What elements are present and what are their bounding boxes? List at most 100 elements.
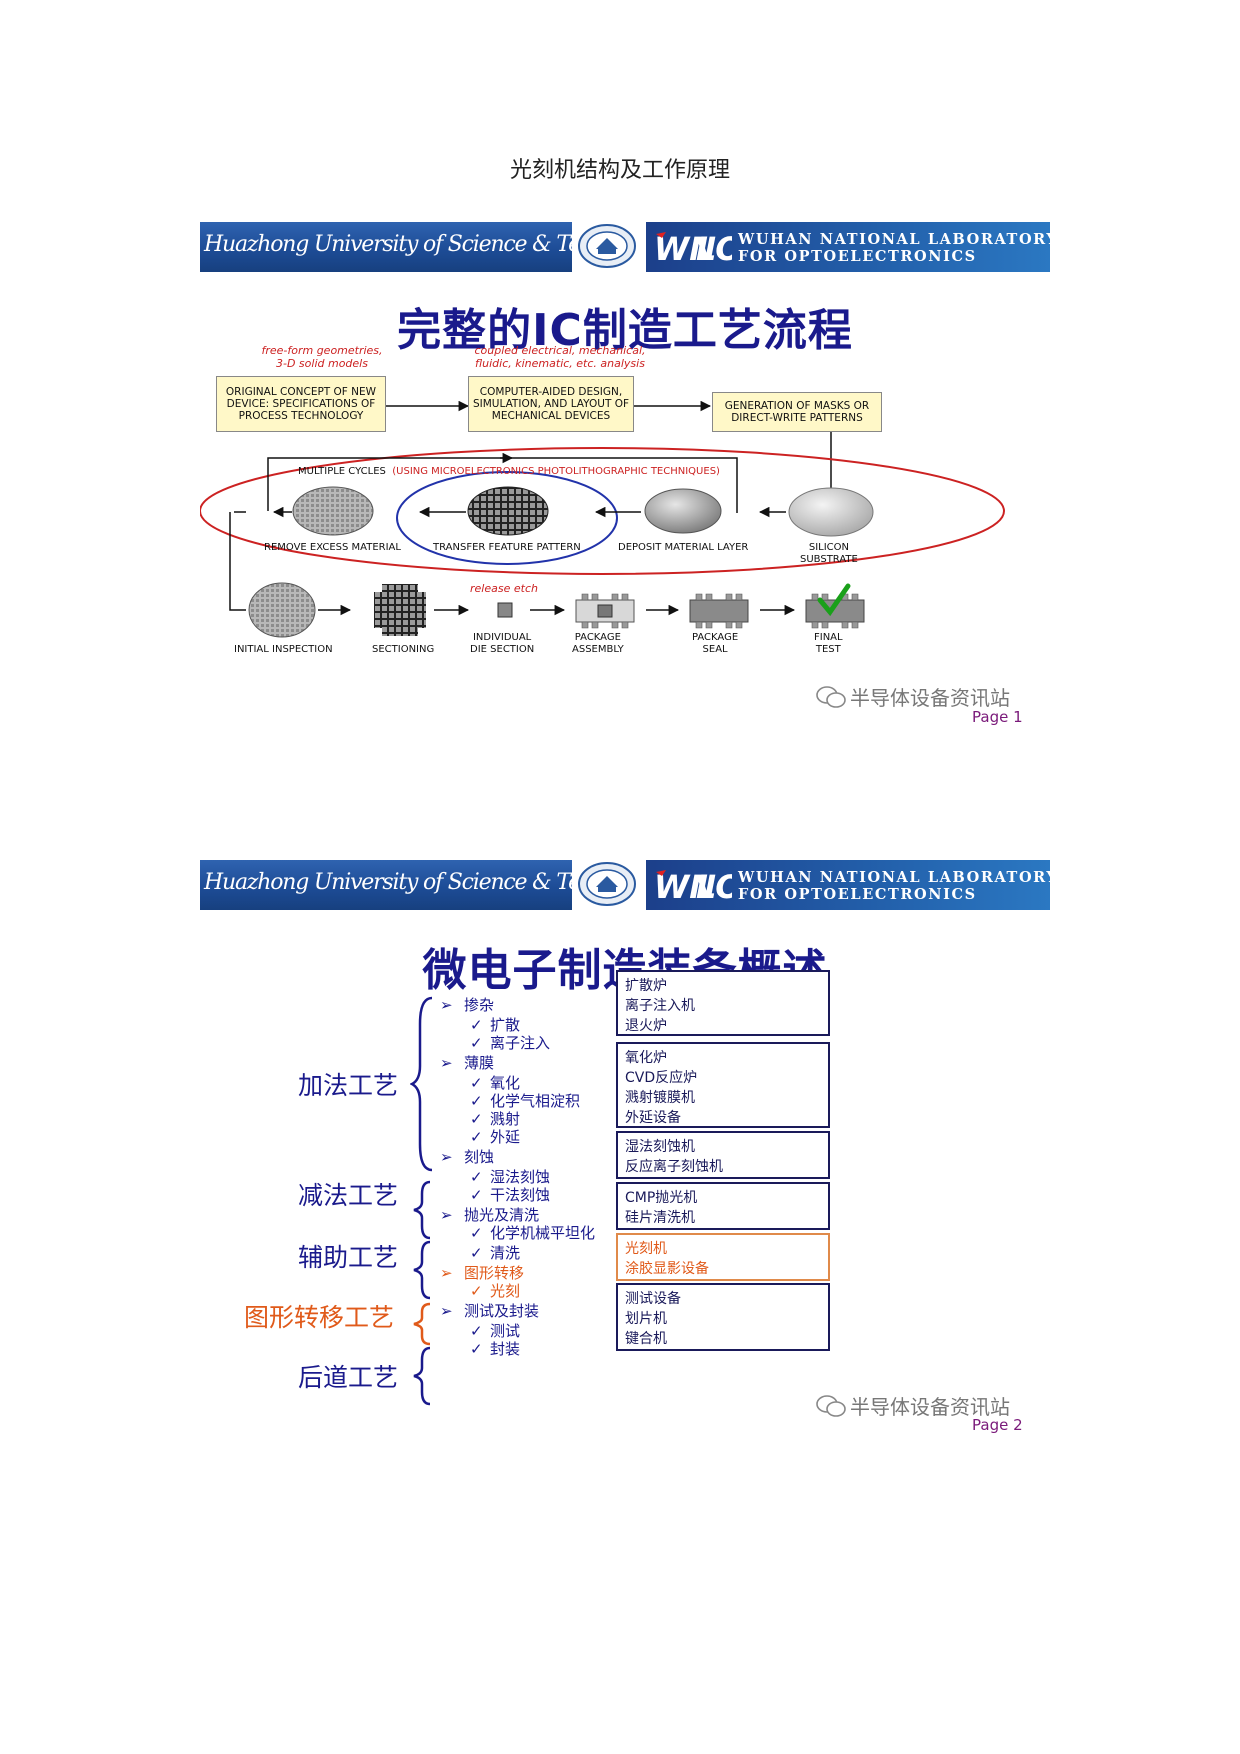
wafer-silicon-substrate	[788, 487, 874, 537]
sub-bullet-item: ✓ 扩散	[470, 1014, 520, 1035]
label-package-seal: PACKAGE SEAL	[692, 632, 739, 655]
label-deposit-layer: DEPOSIT MATERIAL LAYER	[618, 542, 749, 553]
individual-die	[497, 602, 513, 618]
bullet-text: 抛光及清洗	[464, 1206, 540, 1224]
equipment-item: 外延设备	[625, 1110, 681, 1126]
multiple-cycles-label: MULTIPLE CYCLES (USING MICROELECTRONICS …	[298, 466, 720, 477]
bullet-text: 刻蚀	[464, 1148, 495, 1166]
bullet-text: 清洗	[490, 1244, 521, 1262]
equipment-item: 退火炉	[625, 1018, 667, 1034]
arrow-bullet-icon: ➢	[440, 996, 453, 1014]
page-number: Page 2	[972, 1416, 1023, 1434]
equipment-item: CVD反应炉	[625, 1070, 698, 1086]
label-individual-die: INDIVIDUAL DIE SECTION	[470, 632, 535, 655]
university-seal-icon	[578, 862, 636, 906]
watermark-text: 半导体设备资讯站	[850, 1395, 1010, 1419]
check-bullet-icon: ✓	[470, 1340, 483, 1358]
equipment-item: 湿法刻蚀机	[625, 1139, 695, 1155]
equipment-item: 离子注入机	[625, 998, 695, 1014]
check-bullet-icon: ✓	[470, 1128, 483, 1146]
bullet-text: 干法刻蚀	[490, 1186, 551, 1204]
package-seal	[689, 593, 749, 629]
check-bullet-icon: ✓	[470, 1322, 483, 1340]
check-bullet-icon: ✓	[470, 1092, 483, 1110]
check-bullet-icon: ✓	[470, 1224, 483, 1242]
sub-bullet-item: ✓ 测试	[470, 1320, 520, 1341]
label-package-assembly: PACKAGE ASSEMBLY	[572, 632, 624, 655]
check-bullet-icon: ✓	[470, 1168, 483, 1186]
lab-name-line-2: FOR OPTOELECTRONICS	[738, 248, 977, 265]
equipment-item: 键合机	[625, 1331, 667, 1347]
sub-bullet-item: ✓ 氧化	[470, 1072, 520, 1093]
brace-group	[410, 996, 433, 1406]
wechat-icon	[816, 686, 846, 708]
check-bullet-icon: ✓	[470, 1034, 483, 1052]
sub-bullet-item: ✓ 化学机械平坦化	[470, 1222, 595, 1243]
category-subtractive: 减法工艺	[298, 1181, 399, 1210]
bullet-text: 化学气相淀积	[490, 1092, 581, 1110]
slide-1: Huazhong University of Science & Technol…	[200, 222, 1057, 822]
slide-title: 完整的IC制造工艺流程	[397, 305, 853, 356]
check-bullet-icon: ✓	[470, 1110, 483, 1128]
bullet-item: ➢抛光及清洗	[440, 1204, 539, 1225]
check-bullet-icon: ✓	[470, 1244, 483, 1262]
sectioned-wafer	[374, 584, 426, 636]
box-generation-of-masks: GENERATION OF MASKS OR DIRECT-WRITE PATT…	[712, 392, 882, 432]
label-remove-excess: REMOVE EXCESS MATERIAL	[264, 542, 401, 553]
equipment-box: 湿法刻蚀机反应离子刻蚀机	[616, 1131, 830, 1179]
category-pattern-transfer: 图形转移工艺	[244, 1303, 395, 1332]
bullet-text: 扩散	[490, 1016, 521, 1034]
sub-bullet-item: ✓ 离子注入	[470, 1032, 550, 1053]
bullet-text: 离子注入	[490, 1034, 551, 1052]
sub-bullet-item: ✓ 化学气相淀积	[470, 1090, 580, 1111]
bullet-text: 化学机械平坦化	[490, 1224, 596, 1242]
equipment-item: 硅片清洗机	[625, 1210, 695, 1226]
bullet-item: ➢薄膜	[440, 1052, 494, 1073]
slide-banner: Huazhong University of Science & Technol…	[200, 860, 1057, 910]
label-sectioning: SECTIONING	[372, 644, 435, 655]
package-assembly	[575, 593, 635, 629]
brace	[413, 1302, 431, 1346]
equipment-item: 扩散炉	[625, 978, 667, 994]
bullet-text: 光刻	[490, 1282, 521, 1300]
bullet-text: 测试	[490, 1322, 521, 1340]
bullet-text: 溅射	[490, 1110, 521, 1128]
equipment-box: CMP抛光机硅片清洗机	[616, 1182, 830, 1230]
sub-bullet-item: ✓外延	[470, 1126, 520, 1147]
lab-name-line-2: FOR OPTOELECTRONICS	[738, 886, 977, 903]
svg-text:LO: LO	[696, 868, 732, 906]
bullet-text: 薄膜	[464, 1054, 495, 1072]
bullet-item: ➢图形转移	[440, 1262, 524, 1283]
return-line	[229, 512, 246, 611]
bullet-text: 氧化	[490, 1074, 521, 1092]
equipment-item: 划片机	[625, 1311, 667, 1327]
wnlo-banner: WN LO WUHAN NATIONAL LABORATORY FOR OPTO…	[646, 222, 1057, 272]
note-release-etch: release etch	[470, 582, 538, 595]
wnlo-logo-icon: WN LO	[654, 868, 732, 906]
brace	[413, 1346, 431, 1406]
brace	[413, 1240, 431, 1300]
label-initial-inspection: INITIAL INSPECTION	[234, 644, 333, 655]
label-silicon-substrate: SILICON SUBSTRATE	[800, 542, 858, 565]
box-original-concept: ORIGINAL CONCEPT OF NEW DEVICE: SPECIFIC…	[216, 376, 386, 432]
process-flow-diagram	[200, 400, 1005, 638]
final-test-chip	[805, 593, 865, 629]
category-additive: 加法工艺	[298, 1071, 399, 1100]
bullet-text: 封装	[490, 1340, 521, 1358]
lab-name-line-1: WUHAN NATIONAL LABORATORY	[738, 231, 1059, 248]
brace	[413, 1180, 431, 1240]
wechat-icon	[816, 1395, 846, 1417]
university-banner: Huazhong University of Science & Technol…	[200, 222, 672, 272]
bullet-item: ➢掺杂	[440, 994, 494, 1015]
check-bullet-icon: ✓	[470, 1016, 483, 1034]
equipment-box: 光刻机涂胶显影设备	[616, 1233, 830, 1281]
category-backend: 后道工艺	[298, 1363, 399, 1392]
equipment-box: 测试设备划片机键合机	[616, 1283, 830, 1351]
check-bullet-icon: ✓	[470, 1074, 483, 1092]
cycles-title: MULTIPLE CYCLES	[298, 466, 386, 477]
bullet-item: ➢刻蚀	[440, 1146, 494, 1167]
equipment-item: 测试设备	[625, 1291, 681, 1307]
label-final-test: FINAL TEST	[814, 632, 843, 655]
svg-text:LO: LO	[696, 230, 732, 268]
